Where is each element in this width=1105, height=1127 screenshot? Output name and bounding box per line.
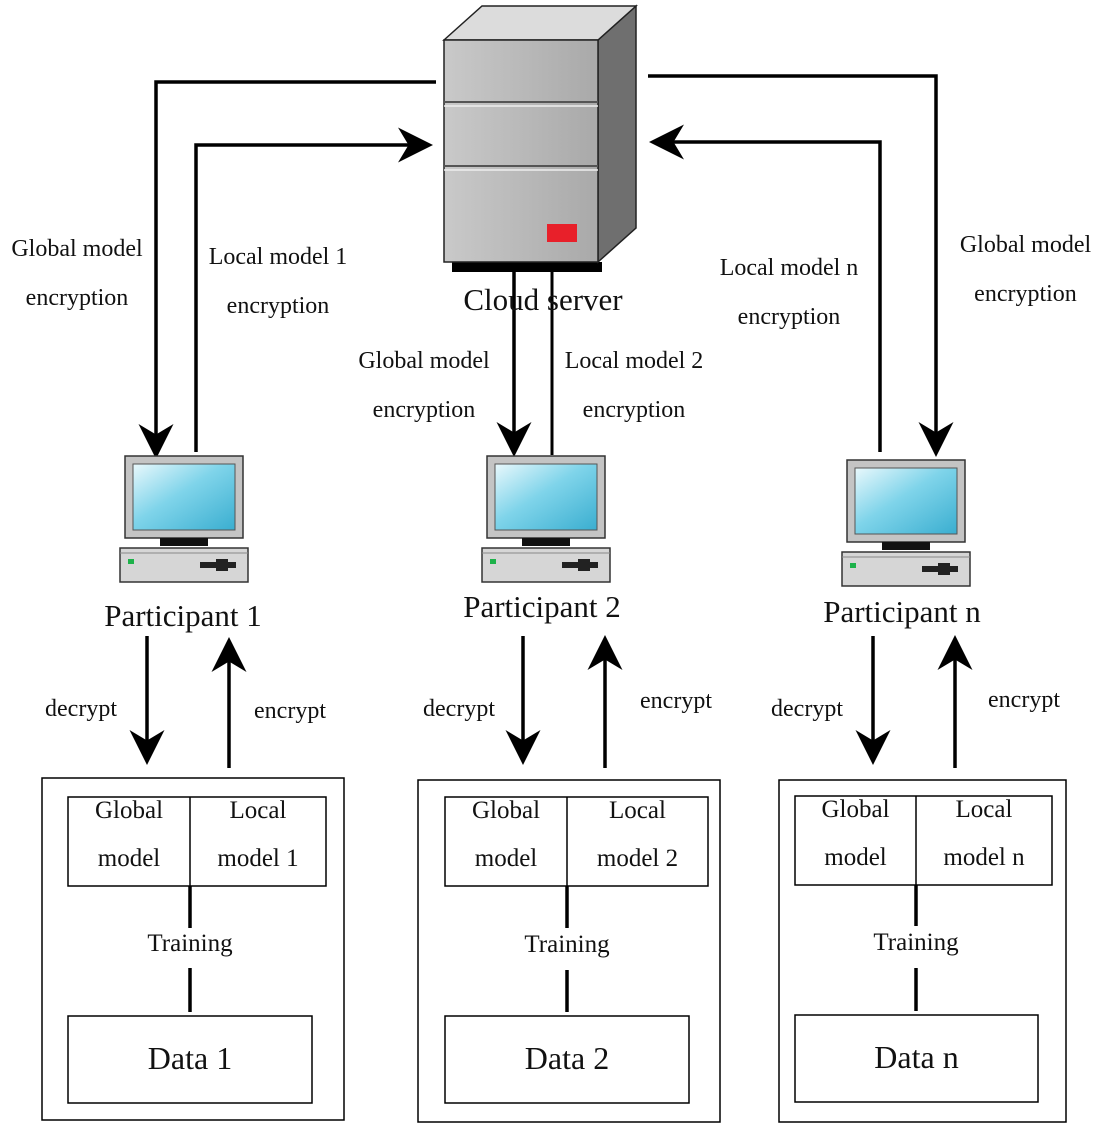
server-tower-icon	[442, 4, 638, 272]
training-label-1: Training	[147, 930, 233, 957]
model-table-n	[794, 795, 1053, 886]
decrypt-label-n: decrypt	[771, 696, 843, 722]
server-links	[138, 74, 954, 459]
local-model-cell-1: Local model 1	[217, 797, 299, 872]
model-table-2	[444, 796, 709, 887]
model-table-1	[67, 796, 327, 887]
global-model-cell-1: Global model	[94, 797, 164, 872]
data-box-2	[444, 1015, 690, 1104]
local-model-cell-2: Local model 2	[596, 797, 679, 872]
decrypt-label-1: decrypt	[45, 696, 117, 722]
encrypt-label-2: encrypt	[640, 688, 712, 714]
global-model-label-1: Global model encryption	[11, 236, 143, 311]
server-status-indicator	[547, 224, 577, 242]
desktop-computer-icon	[841, 459, 971, 587]
encrypt-label-1: encrypt	[254, 698, 326, 724]
crypto-arrows	[129, 635, 973, 768]
server-label: Cloud server	[463, 282, 623, 317]
training-label-n: Training	[873, 929, 959, 956]
local-model-link-n	[649, 124, 882, 452]
local-box-1	[41, 777, 345, 1121]
participant-name-n: Participant n	[823, 594, 981, 629]
global-model-link-1	[138, 80, 436, 459]
local-model-link-1	[194, 127, 433, 452]
encrypt-label-n: encrypt	[988, 687, 1060, 713]
global-model-label-2: Global model encryption	[358, 348, 490, 423]
decrypt-label-2: decrypt	[423, 696, 495, 722]
local-box-n	[778, 779, 1067, 1123]
data-label-1: Data 1	[147, 1040, 233, 1076]
local-boxes	[41, 777, 1067, 1123]
data-box-1	[67, 1015, 313, 1104]
local-box-2	[417, 779, 721, 1123]
local-model-label-n: Local model n encryption	[719, 255, 859, 330]
local-model-label-2: Local model 2 encryption	[564, 348, 704, 423]
global-model-cell-2: Global model	[471, 797, 541, 872]
participant-name-2: Participant 2	[463, 589, 621, 624]
participant-name-1: Participant 1	[104, 598, 262, 633]
local-model-label-1: Local model 1 encryption	[208, 244, 348, 319]
data-label-2: Data 2	[524, 1040, 610, 1076]
data-box-n	[794, 1014, 1039, 1103]
training-label-2: Training	[524, 931, 610, 958]
data-label-n: Data n	[874, 1039, 959, 1075]
desktop-computer-icon	[119, 455, 249, 583]
local-model-cell-n: Local model n	[943, 796, 1025, 871]
global-model-link-n	[648, 74, 954, 457]
global-model-label-n: Global model encryption	[959, 232, 1092, 307]
global-model-cell-n: Global model	[821, 796, 890, 871]
desktop-computer-icon	[481, 455, 611, 583]
